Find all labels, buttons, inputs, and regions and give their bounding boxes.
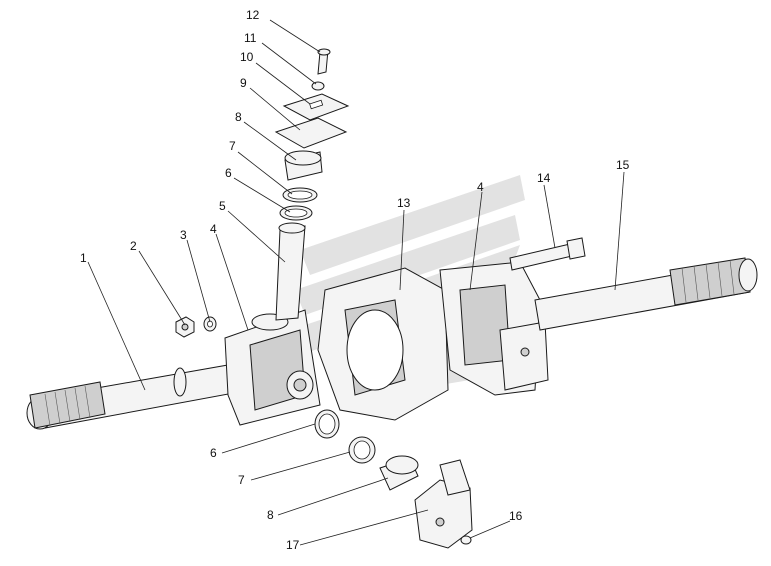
callout-8-top: 8 xyxy=(235,110,242,124)
right-yoke xyxy=(439,261,549,396)
nut-and-washer xyxy=(175,316,217,338)
callout-11: 11 xyxy=(244,31,257,45)
callout-13: 13 xyxy=(397,196,411,210)
leader-lines xyxy=(87,19,625,546)
callout-4-left: 4 xyxy=(210,222,217,236)
callout-17: 17 xyxy=(286,538,300,552)
left-shaft xyxy=(26,361,251,430)
callout-9: 9 xyxy=(240,76,247,90)
central-housing xyxy=(317,267,449,421)
callout-3: 3 xyxy=(180,228,187,242)
callout-8-bottom: 8 xyxy=(267,508,274,522)
callout-12: 12 xyxy=(246,8,260,22)
callout-1: 1 xyxy=(80,251,87,265)
right-shaft xyxy=(534,257,758,331)
long-bolt xyxy=(509,237,586,271)
callout-7-bottom: 7 xyxy=(238,473,245,487)
callout-5: 5 xyxy=(219,199,226,213)
left-yoke xyxy=(224,309,321,426)
lower-bracket xyxy=(414,459,473,549)
lower-rings xyxy=(314,409,419,491)
small-nut xyxy=(460,535,472,545)
callout-7-top: 7 xyxy=(229,139,236,153)
callout-6-bottom: 6 xyxy=(210,446,217,460)
callout-15: 15 xyxy=(616,158,630,172)
callout-4-right: 4 xyxy=(477,180,484,194)
callout-labels: 1 2 3 4 5 6 7 8 9 10 11 12 13 4 14 15 6 … xyxy=(80,8,630,552)
callout-14: 14 xyxy=(537,171,551,185)
vertical-pin-stack xyxy=(274,48,350,321)
callout-10: 10 xyxy=(240,50,254,64)
callout-2: 2 xyxy=(130,239,137,253)
callout-6-top: 6 xyxy=(225,166,232,180)
callout-16: 16 xyxy=(509,509,523,523)
